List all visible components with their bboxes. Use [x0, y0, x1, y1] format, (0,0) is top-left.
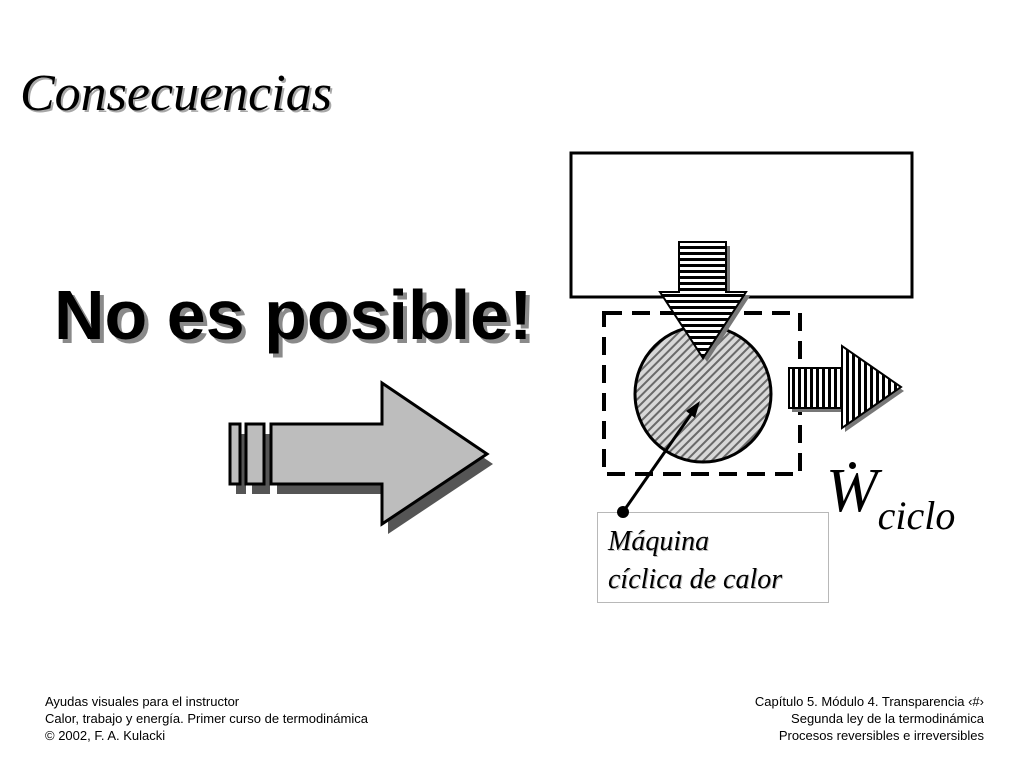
pointer-arrow — [617, 401, 700, 518]
hot-reservoir-box — [569, 151, 914, 299]
footer-right: Capítulo 5. Módulo 4. Transparencia ‹#› … — [755, 693, 984, 744]
work-rate-label: Wciclo — [826, 460, 955, 536]
work-subscript: ciclo — [877, 493, 956, 538]
machine-caption-line2: cíclica de calor — [608, 564, 783, 595]
footer-left: Ayudas visuales para el instructor Calor… — [45, 693, 368, 744]
footer-right-line3: Procesos reversibles e irreversibles — [778, 728, 984, 743]
heat-input-down-arrow — [658, 241, 750, 362]
footer-right-line1: Capítulo 5. Módulo 4. Transparencia ‹#› — [754, 694, 984, 709]
slide-title: Consecuencias — [20, 65, 332, 122]
work-symbol: W — [826, 457, 878, 525]
footer-left-line2: Calor, trabajo y energía. Primer curso d… — [45, 711, 368, 726]
work-output-right-arrow — [788, 344, 904, 432]
machine-caption-box: Máquina cíclica de calor — [597, 512, 829, 603]
footer-left-line1: Ayudas visuales para el instructor — [45, 694, 240, 709]
machine-caption-line1: Máquina — [608, 526, 710, 557]
big-striped-right-arrow — [228, 380, 493, 534]
not-possible-claim: No es posible! — [54, 276, 533, 354]
footer-left-line3: © 2002, F. A. Kulacki — [45, 728, 166, 743]
footer-right-line2: Segunda ley de la termodinámica — [791, 711, 984, 726]
